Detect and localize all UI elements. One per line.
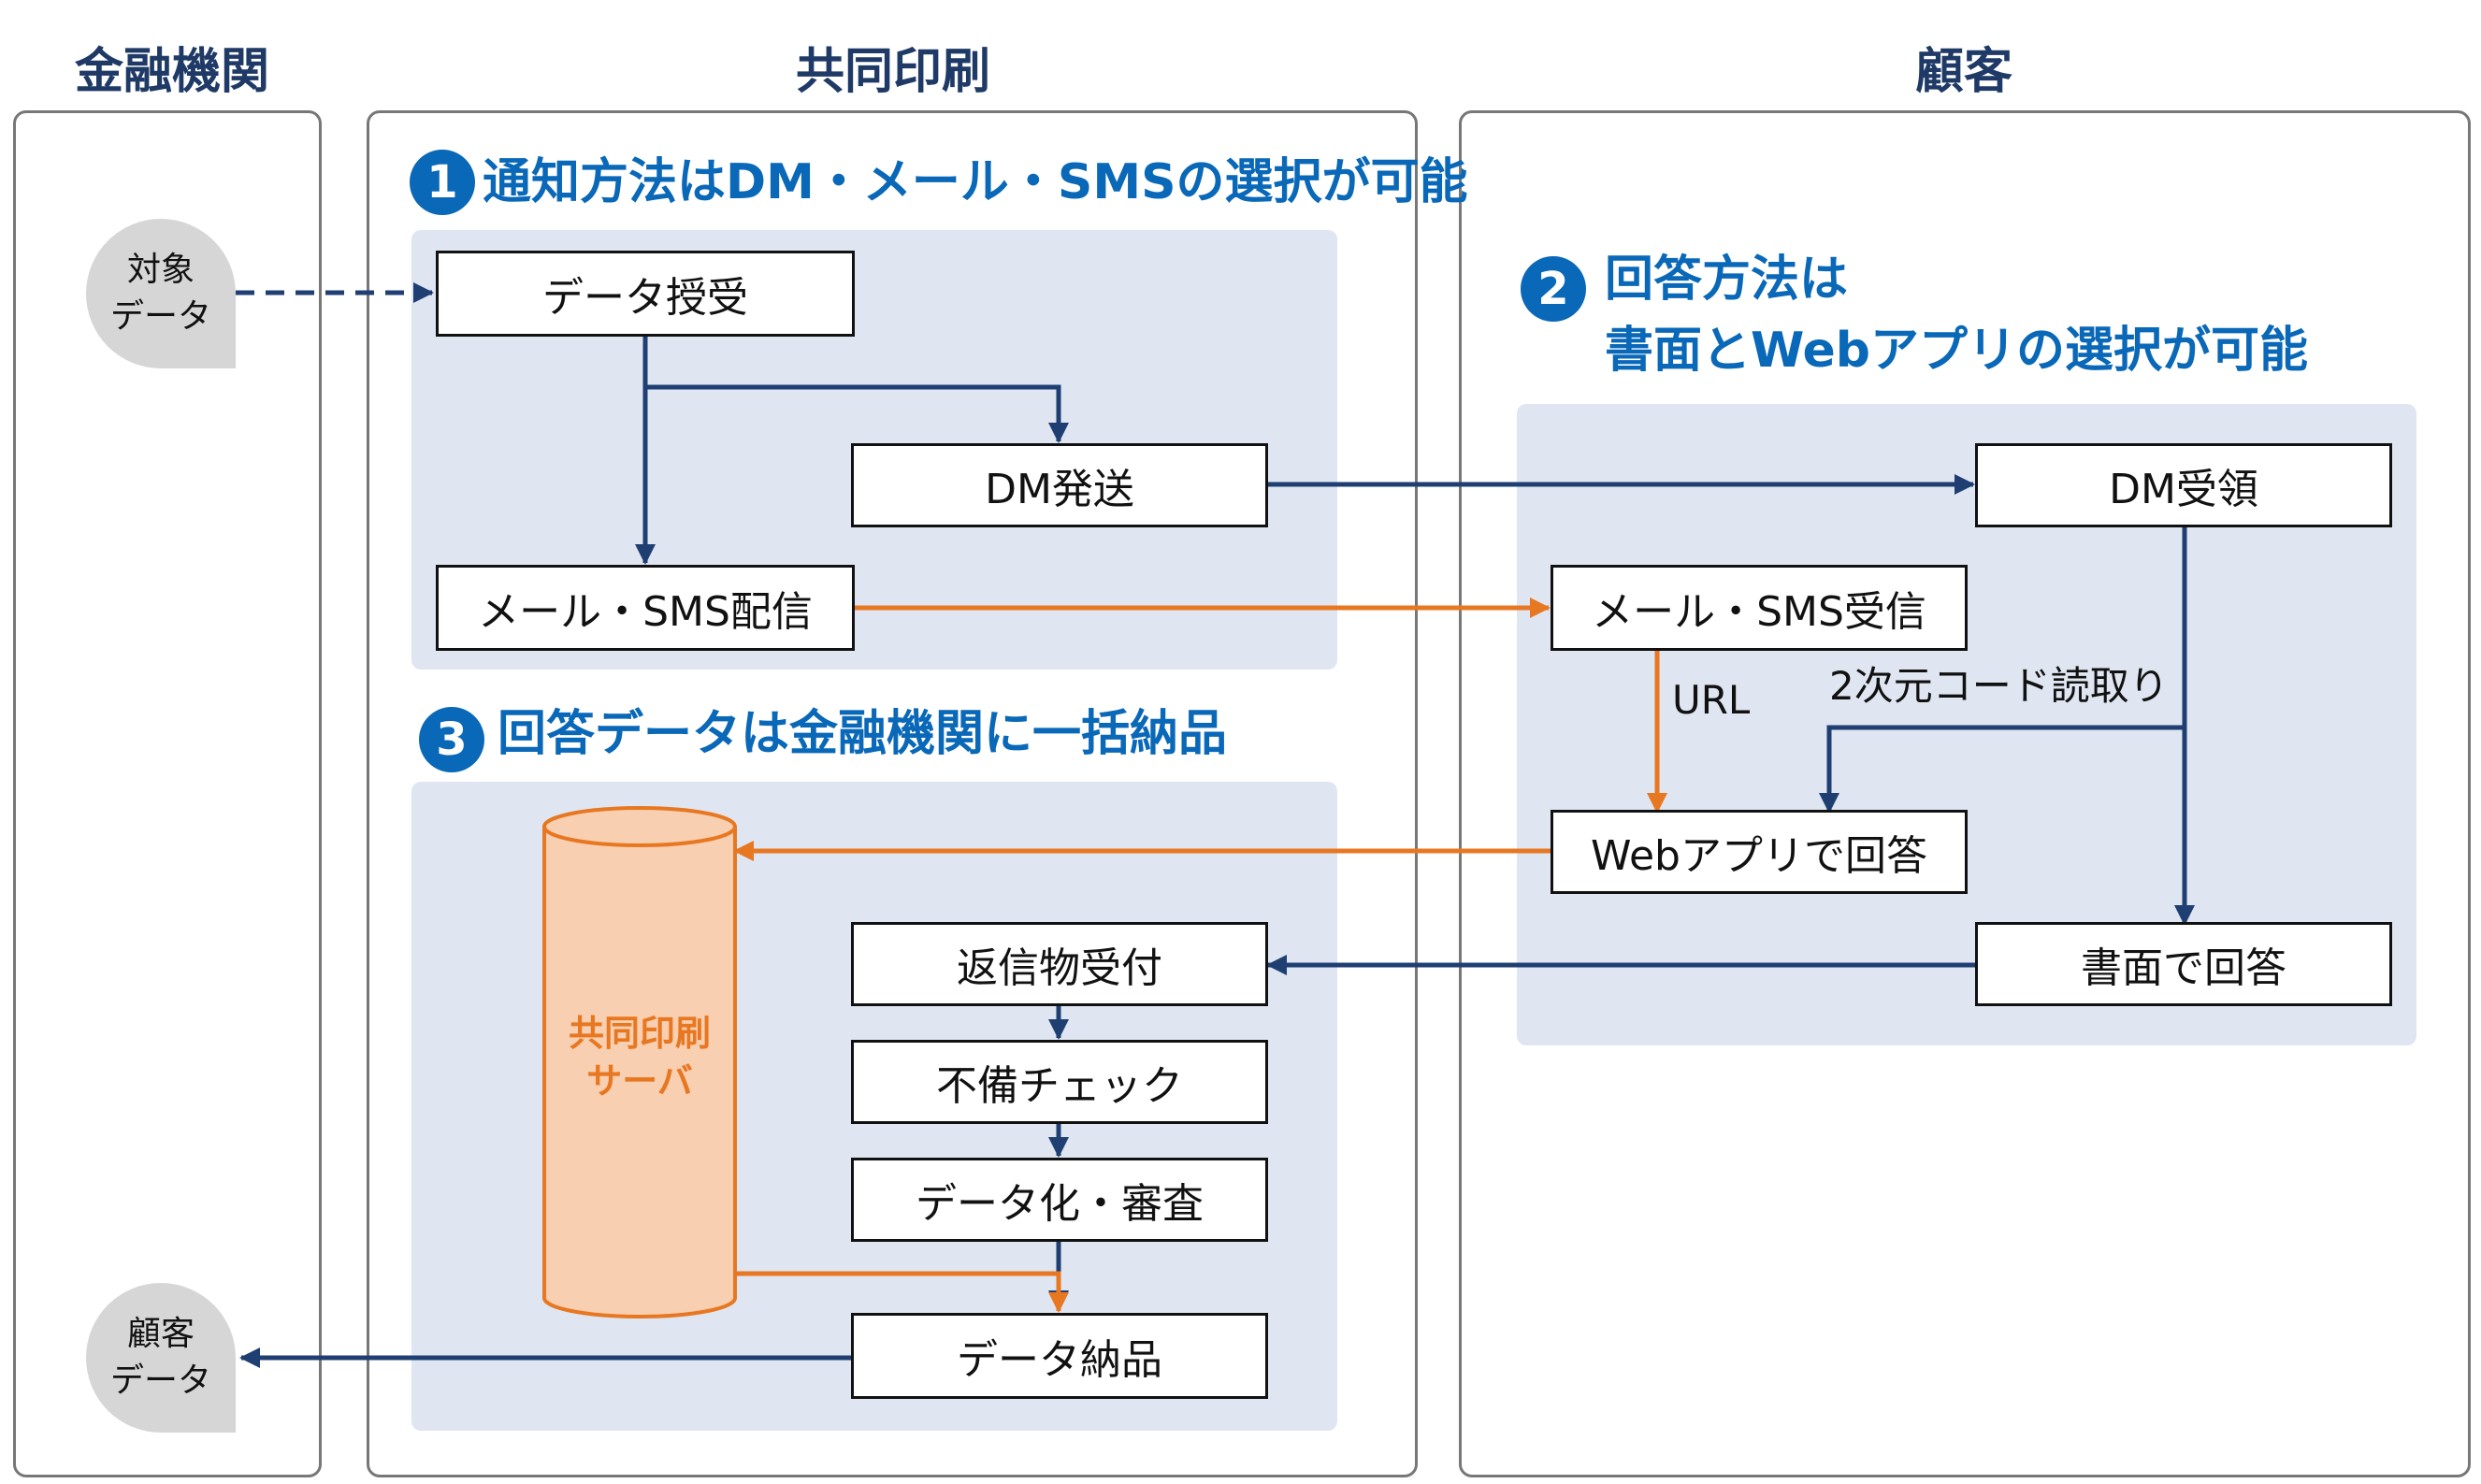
box-web-answer: Webアプリで回答 bbox=[1551, 810, 1968, 894]
box-dm-send: DM発送 bbox=[851, 443, 1268, 527]
section-2-number: 2 bbox=[1521, 256, 1586, 322]
section-1-number: 1 bbox=[410, 150, 475, 215]
server-cylinder bbox=[542, 806, 737, 1318]
section-2-heading-line2: 書面とWebアプリの選択が可能 bbox=[1605, 323, 2308, 379]
box-data-delivery: データ納品 bbox=[851, 1313, 1268, 1399]
arrow-qr-to-web bbox=[1819, 725, 2185, 814]
section-3-heading: 回答データは金融機関に一括納品 bbox=[498, 706, 1228, 762]
target-data-bubble: 対象 データ bbox=[86, 219, 236, 368]
box-mail-sms-send: メール・SMS配信 bbox=[436, 565, 855, 651]
server-label: 共同印刷 サーバ bbox=[568, 1013, 711, 1102]
arrow-server-to-delivery bbox=[735, 1271, 1069, 1313]
box-mail-sms-receive: メール・SMS受信 bbox=[1551, 565, 1968, 651]
box-digitize-review: データ化・審査 bbox=[851, 1158, 1268, 1242]
label-url: URL bbox=[1672, 677, 1751, 723]
section-1-heading: 通知方法はDM・メール・SMSの選択が可能 bbox=[483, 154, 1468, 210]
section-2-heading-line1: 回答方法は bbox=[1605, 252, 1849, 308]
arrow-receipt-to-dm bbox=[645, 384, 1069, 443]
box-dm-receive: DM受領 bbox=[1975, 443, 2392, 527]
section-3-number: 3 bbox=[419, 707, 484, 772]
customer-data-bubble: 顧客 データ bbox=[86, 1283, 236, 1433]
box-defect-check: 不備チェック bbox=[851, 1040, 1268, 1124]
column-header-customer: 顧客 bbox=[1914, 44, 2012, 100]
column-header-finance: 金融機関 bbox=[74, 44, 269, 100]
box-data-receipt: データ授受 bbox=[436, 251, 855, 337]
box-paper-answer: 書面で回答 bbox=[1975, 922, 2392, 1006]
column-header-printing: 共同印刷 bbox=[795, 44, 990, 100]
box-reply-receipt: 返信物受付 bbox=[851, 922, 1268, 1006]
label-qr-read: 2次元コード読取り bbox=[1829, 663, 2169, 709]
